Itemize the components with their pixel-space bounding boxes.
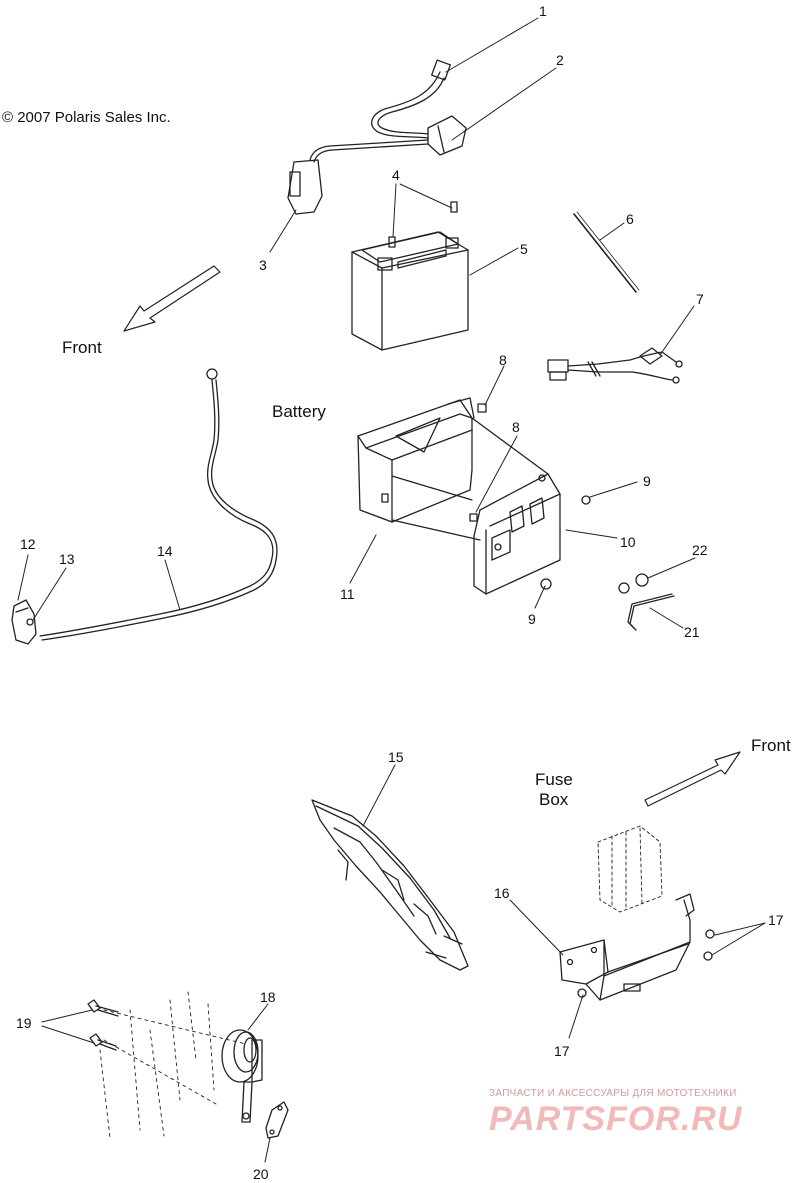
front-label-top: Front — [62, 338, 102, 357]
watermark-tagline: ЗАПЧАСТИ И АКСЕССУАРЫ ДЛЯ МОТОТЕХНИКИ — [489, 1088, 737, 1099]
callout-7: 7 — [696, 291, 704, 307]
fuse-box-bracket — [559, 893, 715, 1001]
callout-11: 11 — [340, 586, 355, 602]
callout-2: 2 — [556, 52, 564, 68]
callout-3: 3 — [259, 257, 267, 273]
front-label-bottom: Front — [751, 736, 791, 755]
battery-box — [357, 397, 561, 595]
fuse-box-label-line1: Fuse — [535, 770, 573, 789]
callout-10: 10 — [620, 534, 636, 550]
callout-22: 22 — [692, 542, 708, 558]
harness-connector-assembly — [287, 59, 467, 215]
callout-13: 13 — [59, 551, 75, 567]
battery-drawing — [351, 231, 469, 351]
electrical-cover — [311, 799, 469, 971]
horn-bolts — [87, 999, 119, 1051]
box-fasteners — [469, 403, 591, 590]
callout-5: 5 — [520, 241, 528, 257]
ground-cable — [11, 368, 278, 645]
battery-screws — [388, 201, 458, 248]
callout-6: 6 — [626, 211, 634, 227]
callout-21: 21 — [684, 624, 700, 640]
callout-17b: 17 — [554, 1043, 570, 1059]
callout-9b: 9 — [528, 611, 536, 627]
leader-lines — [17, 17, 766, 1163]
copyright-text: © 2007 Polaris Sales Inc. — [2, 109, 171, 126]
callout-8b: 8 — [512, 419, 520, 435]
horn-drawing — [221, 1029, 289, 1139]
adapter-harness — [547, 347, 683, 384]
hook-and-nuts — [618, 573, 675, 631]
callout-20: 20 — [253, 1166, 269, 1182]
callout-12: 12 — [20, 536, 36, 552]
callout-17a: 17 — [768, 912, 784, 928]
callout-9a: 9 — [643, 473, 651, 489]
front-arrow-top — [123, 265, 221, 332]
watermark-logo: PARTSFOR.RU — [489, 1100, 743, 1138]
callout-8a: 8 — [499, 352, 507, 368]
fuse-box-label-line2: Box — [539, 790, 569, 809]
cable-tie — [573, 211, 640, 293]
callout-15: 15 — [388, 749, 404, 765]
fuse-box-sketch — [597, 825, 663, 913]
callout-1: 1 — [539, 3, 547, 19]
callout-4: 4 — [392, 167, 400, 183]
horn-mount-sketch — [99, 991, 247, 1139]
battery-label: Battery — [272, 402, 326, 421]
callout-18: 18 — [260, 989, 276, 1005]
callout-19: 19 — [16, 1015, 32, 1031]
callout-14: 14 — [157, 543, 173, 559]
front-arrow-bottom — [644, 751, 741, 807]
callout-16: 16 — [494, 885, 510, 901]
